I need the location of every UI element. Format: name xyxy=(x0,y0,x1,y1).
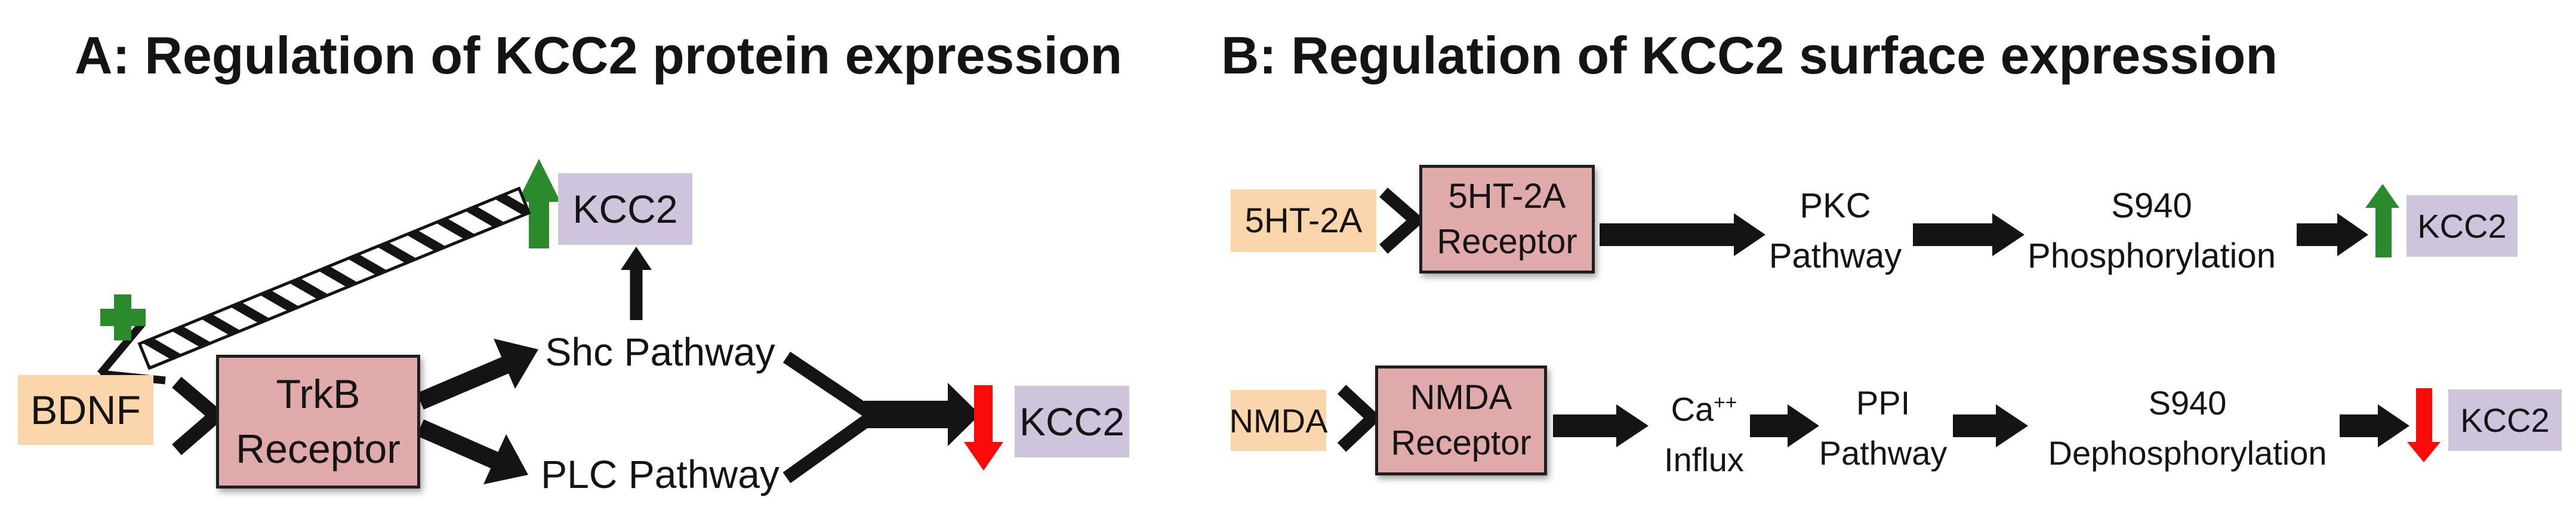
pkc-pathway-label: PKC Pathway xyxy=(1758,181,1913,281)
receptor-5ht2a-node: 5HT-2A Receptor xyxy=(1419,165,1595,274)
black-arrow-pkc-to-s940 xyxy=(1913,213,2025,256)
ca-sup: ++ xyxy=(1714,392,1737,414)
ca-base: Ca xyxy=(1671,390,1714,428)
chevron-icon xyxy=(172,376,227,456)
bdnf-label: BDNF xyxy=(30,387,141,433)
ca-line2: Influx xyxy=(1664,440,1744,478)
trkb-label-line1: TrkB xyxy=(276,371,360,417)
black-arrow-s940-to-kcc2 xyxy=(2297,213,2368,256)
ligand-5ht2a-label: 5HT-2A xyxy=(1244,201,1363,240)
kcc2-upper-node: KCC2 xyxy=(558,173,692,245)
black-arrow-trkb-to-shc xyxy=(417,339,538,410)
ppi-line1: PPI xyxy=(1856,384,1911,422)
kcc2-row1-node: KCC2 xyxy=(2406,195,2518,257)
green-up-arrow-icon xyxy=(2365,184,2399,257)
black-arrow-trkb-to-plc xyxy=(416,419,528,484)
green-up-arrow-icon xyxy=(517,159,560,248)
kcc2-result-label: KCC2 xyxy=(1019,400,1125,444)
hatched-arrow-icon xyxy=(97,186,531,385)
s940-phosphorylation-label: S940 Phosphorylation xyxy=(2002,181,2301,281)
black-arrow-receptor1-to-pkc xyxy=(1600,213,1765,256)
plc-pathway-label: PLC Pathway xyxy=(541,452,779,496)
ligand-nmda-node: NMDA xyxy=(1229,390,1328,451)
receptor-nmda-line1: NMDA xyxy=(1410,378,1512,417)
black-arrow-shc-to-kcc2 xyxy=(621,247,652,320)
ligand-nmda-label: NMDA xyxy=(1229,401,1328,440)
receptor-nmda-line2: Receptor xyxy=(1391,423,1532,462)
ppi-pathway-label: PPI Pathway xyxy=(1811,378,1955,478)
ca-line1: Ca++ xyxy=(1644,378,1764,435)
kcc2-result-node: KCC2 xyxy=(1015,386,1129,457)
s940-dephosphorylation-label: S940 Dephosphorylation xyxy=(2029,378,2346,478)
chevron-icon xyxy=(1337,385,1382,452)
s940p-line1: S940 xyxy=(2111,186,2192,225)
s940d-line1: S940 xyxy=(2148,384,2227,422)
panel-b-title: B: Regulation of KCC2 surface expression xyxy=(1221,26,2278,85)
chevron-icon xyxy=(1379,188,1425,254)
shc-pathway-label: Shc Pathway xyxy=(545,330,775,374)
pkc-line2: Pathway xyxy=(1768,236,1902,275)
trkb-label-line2: Receptor xyxy=(236,426,400,472)
receptor-5ht2a-line2: Receptor xyxy=(1437,222,1577,261)
s940d-line2: Dephosphorylation xyxy=(2048,434,2327,472)
ppi-line2: Pathway xyxy=(1819,434,1948,472)
black-arrow-converge-to-kcc2 xyxy=(782,351,980,483)
trkb-receptor-node: TrkB Receptor xyxy=(216,355,420,489)
kcc2-row2-label: KCC2 xyxy=(2460,401,2550,439)
black-arrow-ppi-to-s940 xyxy=(1953,404,2028,447)
pkc-line1: PKC xyxy=(1799,186,1871,225)
red-down-arrow-icon xyxy=(2407,388,2441,462)
kcc2-row1-label: KCC2 xyxy=(2417,207,2507,245)
receptor-5ht2a-line1: 5HT-2A xyxy=(1448,177,1566,216)
s940p-line2: Phosphorylation xyxy=(2027,236,2276,275)
black-arrow-receptor2-to-ca xyxy=(1553,404,1648,447)
panel-a-title: A: Regulation of KCC2 protein expression xyxy=(75,26,1123,85)
plus-icon xyxy=(100,294,146,340)
receptor-nmda-node: NMDA Receptor xyxy=(1375,366,1547,475)
ligand-5ht2a-node: 5HT-2A xyxy=(1231,189,1376,252)
red-down-arrow-icon xyxy=(964,385,1003,471)
black-arrow-s940-to-kcc2 xyxy=(2340,404,2409,447)
black-arrow-ca-to-ppi xyxy=(1750,404,1819,447)
bdnf-node: BDNF xyxy=(18,375,153,445)
kcc2-upper-label: KCC2 xyxy=(572,187,678,231)
kcc2-row2-node: KCC2 xyxy=(2448,389,2562,451)
ca-influx-label: Ca++ Influx xyxy=(1644,378,1764,485)
